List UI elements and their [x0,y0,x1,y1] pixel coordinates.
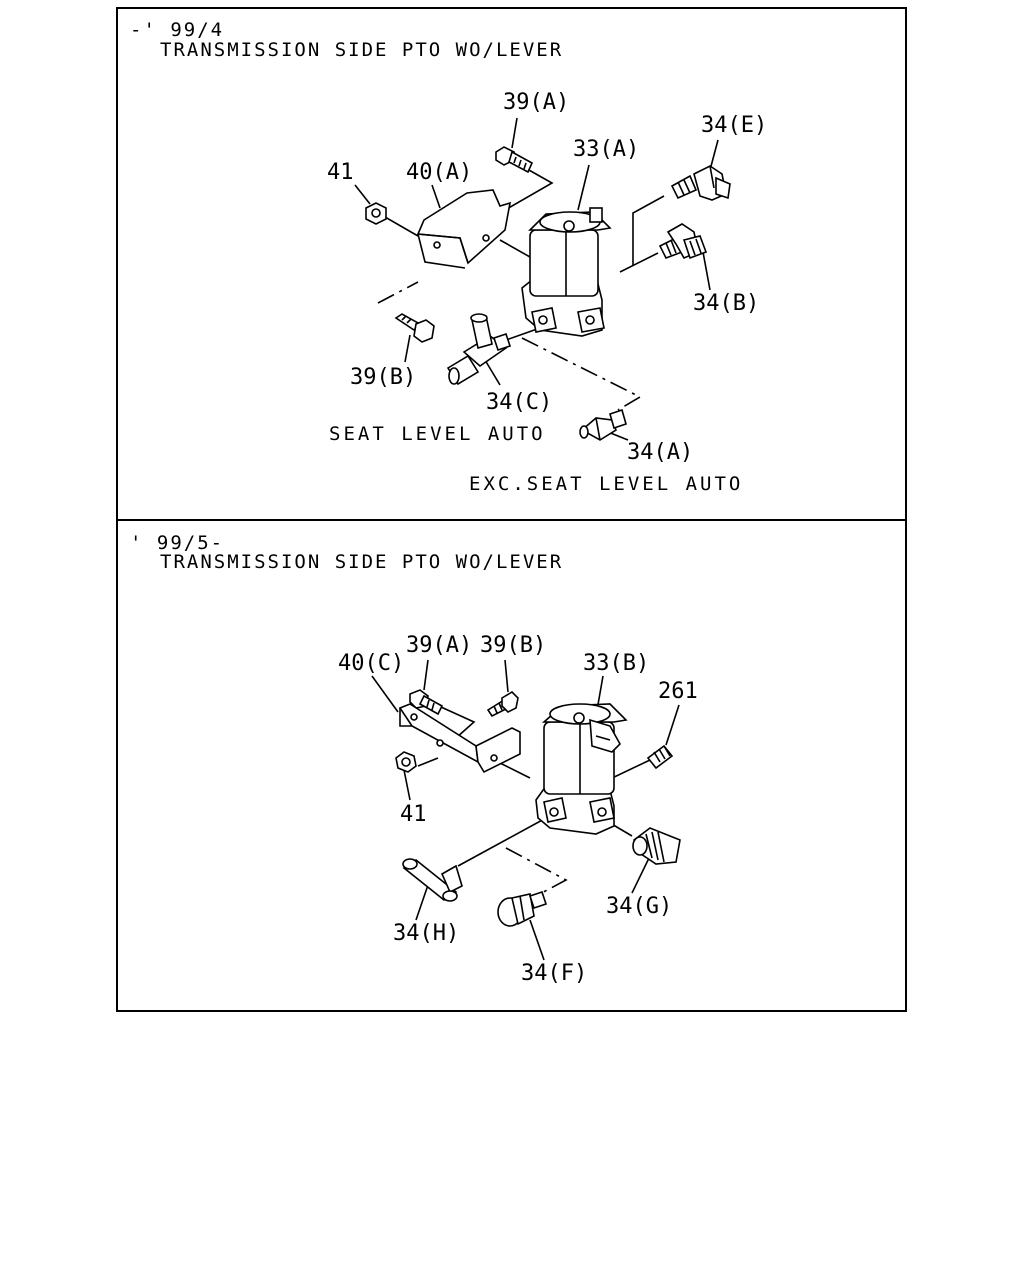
caption-seat-level-auto: SEAT LEVEL AUTO [329,423,546,445]
bolt-39a-upper [495,146,534,174]
nut-41-upper [365,202,387,225]
label-41-upper: 41 [327,160,354,185]
bracket-40c [398,703,521,774]
fitting-261 [646,744,674,770]
label-39b-upper: 39(B) [350,365,416,390]
label-34a: 34(A) [627,440,693,465]
bolt-39a-lower [409,689,444,716]
fitting-34a [579,408,627,441]
panel2-date-range: ' 99/5- [130,532,224,554]
label-261: 261 [658,679,698,704]
solenoid-valve-33a [521,207,612,337]
bolt-39b-lower [486,690,519,718]
bolt-39b-upper [394,313,435,343]
label-33b: 33(B) [583,651,649,676]
fitting-34f [497,890,548,927]
panel-upper: -' 99/4 TRANSMISSION SIDE PTO WO/LEVER 3… [130,19,767,495]
label-34b: 34(B) [693,291,759,316]
nut-41-lower [395,751,417,773]
label-34g: 34(G) [606,894,672,919]
tee-fitting-34h [402,858,463,902]
label-34c: 34(C) [486,390,552,415]
label-41-lower: 41 [400,802,427,827]
label-40a: 40(A) [406,160,472,185]
solenoid-valve-33b [535,703,628,835]
label-39a-upper: 39(A) [503,90,569,115]
label-39a-lower: 39(A) [406,633,472,658]
panel-lower: ' 99/5- TRANSMISSION SIDE PTO WO/LEVER 3… [130,532,698,986]
bracket-40a [416,189,512,269]
panel1-date-range: -' 99/4 [130,19,224,41]
elbow-fitting-34e [670,165,731,201]
label-34h: 34(H) [393,921,459,946]
panel2-title: TRANSMISSION SIDE PTO WO/LEVER [160,551,563,573]
fitting-34g [632,827,681,865]
label-40c: 40(C) [338,651,404,676]
caption-exc-seat-level-auto: EXC.SEAT LEVEL AUTO [469,473,743,495]
label-34f: 34(F) [521,961,587,986]
label-33a: 33(A) [573,137,639,162]
panel1-title: TRANSMISSION SIDE PTO WO/LEVER [160,39,563,61]
label-39b-lower: 39(B) [480,633,546,658]
label-34e: 34(E) [701,113,767,138]
tee-fitting-34c [446,313,512,386]
elbow-fitting-34b [658,223,708,260]
diagram-frame [116,7,907,1012]
